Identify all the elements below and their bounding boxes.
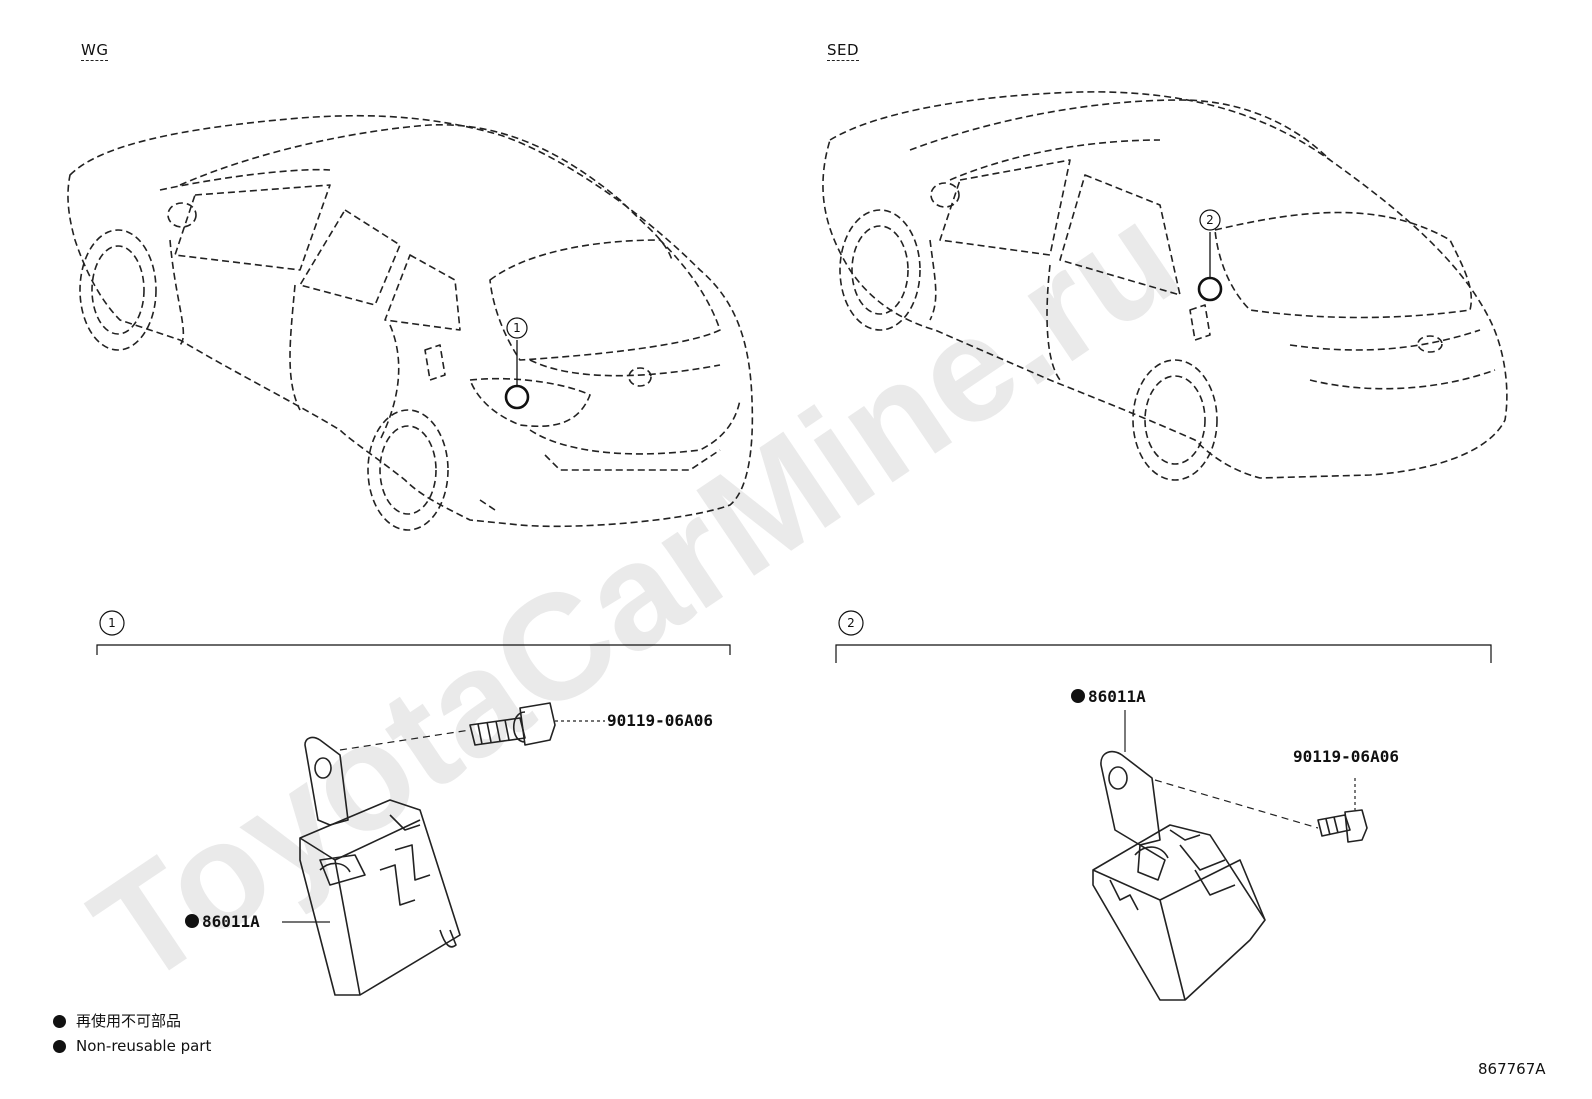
part-label-right-bolt: 90119-06A06 [1293, 748, 1399, 766]
detail-2-leaders [1124, 710, 1356, 829]
detail-2-module-drawing [1092, 750, 1368, 1001]
detail-1-header: 1 [96, 610, 731, 655]
part-number-right-bolt: 90119-06A06 [1293, 747, 1399, 766]
detail-2-header: 2 [835, 610, 1492, 663]
legend-dot-icon [53, 1039, 66, 1053]
detail-1-leaders [282, 720, 605, 923]
part-number-left-module: 86011A [202, 912, 260, 931]
callout-1-number: 1 [513, 321, 521, 335]
drawing-id: 867767A [1478, 1060, 1546, 1078]
part-number-right-module: 86011A [1088, 687, 1146, 706]
variant-label-wg: WG [81, 41, 109, 61]
part-label-left-module: 86011A [185, 913, 260, 931]
part-number-left-bolt: 90119-06A06 [607, 711, 713, 730]
callout-2-sedan: 2 [1197, 209, 1223, 302]
variant-label-sed: SED [827, 41, 860, 61]
callout-2-number: 2 [1206, 213, 1214, 227]
legend-text-english: Non-reusable part [76, 1037, 212, 1055]
watermark: ToyotaCarMine.ru [64, 170, 1206, 1016]
legend-text-japanese: 再使用不可部品 [76, 1012, 182, 1030]
legend-row-english: Non-reusable part [53, 1037, 211, 1055]
sedan-car-drawing [822, 91, 1508, 481]
part-label-left-bolt: 90119-06A06 [607, 712, 713, 730]
detail-1-number: 1 [108, 616, 116, 630]
legend-dot-icon [53, 1014, 66, 1028]
non-reusable-dot-icon [1071, 689, 1085, 703]
non-reusable-dot-icon [185, 914, 199, 928]
legend-row-japanese: 再使用不可部品 [53, 1012, 181, 1030]
part-label-right-module: 86011A [1071, 688, 1146, 706]
detail-2-number: 2 [847, 616, 855, 630]
wagon-car-drawing [67, 114, 754, 531]
callout-1-wagon: 1 [504, 317, 530, 410]
detail-1-module-drawing [299, 702, 556, 996]
